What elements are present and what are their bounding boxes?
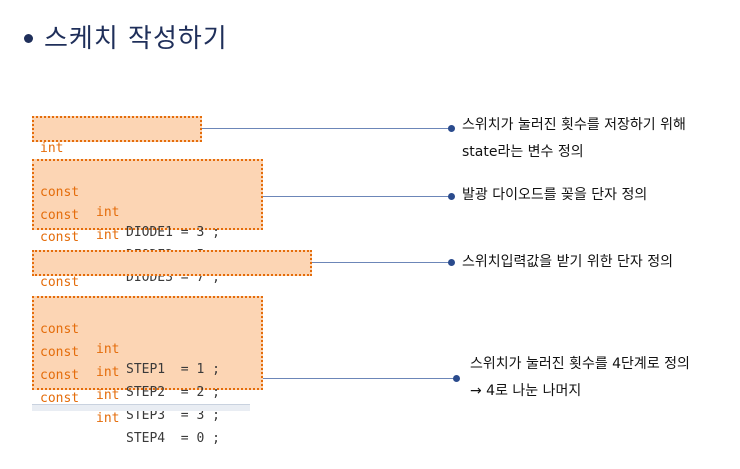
code-keyword: const [40,368,80,383]
code-keyword: const [40,185,80,200]
connector-line [263,378,457,379]
code-block-diodes: const int DIODE1 = 3 ; const int DIODE2 … [32,159,263,285]
code-keyword: const [40,322,80,337]
code-line: const int DIODE3 = 7 ; [40,208,220,285]
code-identifier: STEP2 = 2 ; [126,385,220,400]
code-keyword: int [40,141,64,156]
note-line: 스위치가 눌러진 횟수를 4단계로 정의 [470,356,690,372]
code-line: const int STEP4 = 0 ; [40,369,220,446]
connector-end-dot [448,193,455,200]
connector-line [202,128,452,129]
code-line: const int STEP3 = 3 ; [40,346,220,423]
connector-line [312,262,452,263]
connector-line [263,196,452,197]
note-line: → 4로 나눈 나머지 [470,383,582,399]
slide-title: 스케치 작성하기 [44,24,228,54]
code-line: const int DIODE2 = 5 ; [40,186,220,263]
code-line: int state = 0 ; [40,119,176,176]
note-diodes: 발광 다이오드를 꽂을 단자 정의 [462,187,648,203]
code-keyword: int [96,411,120,426]
note-steps: 스위치가 눌러진 횟수를 4단계로 정의 → 4로 나눈 나머지 [470,351,690,405]
code-line: const int STEP2 = 2 ; [40,323,220,400]
code-keyword: int [96,342,120,357]
connector-end-dot [448,125,455,132]
code-keyword: int [96,365,120,380]
code-keyword: const [40,208,80,223]
code-keyword: int [96,388,120,403]
code-identifier: STEP4 = 0 ; [126,431,220,446]
code-keyword: int [96,228,120,243]
note-switch: 스위치입력값을 받기 위한 단자 정의 [462,254,673,270]
code-block-switch: const int SWITCHINPUT = 8 ; [32,250,312,330]
code-line: const int DIODE1 = 3 ; [40,163,220,240]
note-line: 스위치가 눌러진 횟수를 저장하기 위해 [462,117,686,133]
code-keyword: const [40,391,80,406]
connector-end-dot [453,375,460,382]
note-state: 스위치가 눌러진 횟수를 저장하기 위해 state라는 변수 정의 [462,112,686,166]
code-keyword: const [40,230,80,245]
code-identifier: DIODE1 = 3 ; [126,225,220,240]
code-block-steps: const int STEP1 = 1 ; const int STEP2 = … [32,296,263,446]
bottom-strip [32,404,250,411]
note-line: state라는 변수 정의 [462,144,584,160]
code-keyword: const [40,275,80,290]
code-line: const int STEP1 = 1 ; [40,300,220,377]
connector-end-dot [448,259,455,266]
code-line: const int SWITCHINPUT = 8 ; [40,253,259,330]
code-keyword: const [40,345,80,360]
code-identifier: STEP1 = 1 ; [126,362,220,377]
code-keyword: int [96,205,120,220]
code-block-state: int state = 0 ; [32,116,202,176]
title-bullet [24,34,33,43]
